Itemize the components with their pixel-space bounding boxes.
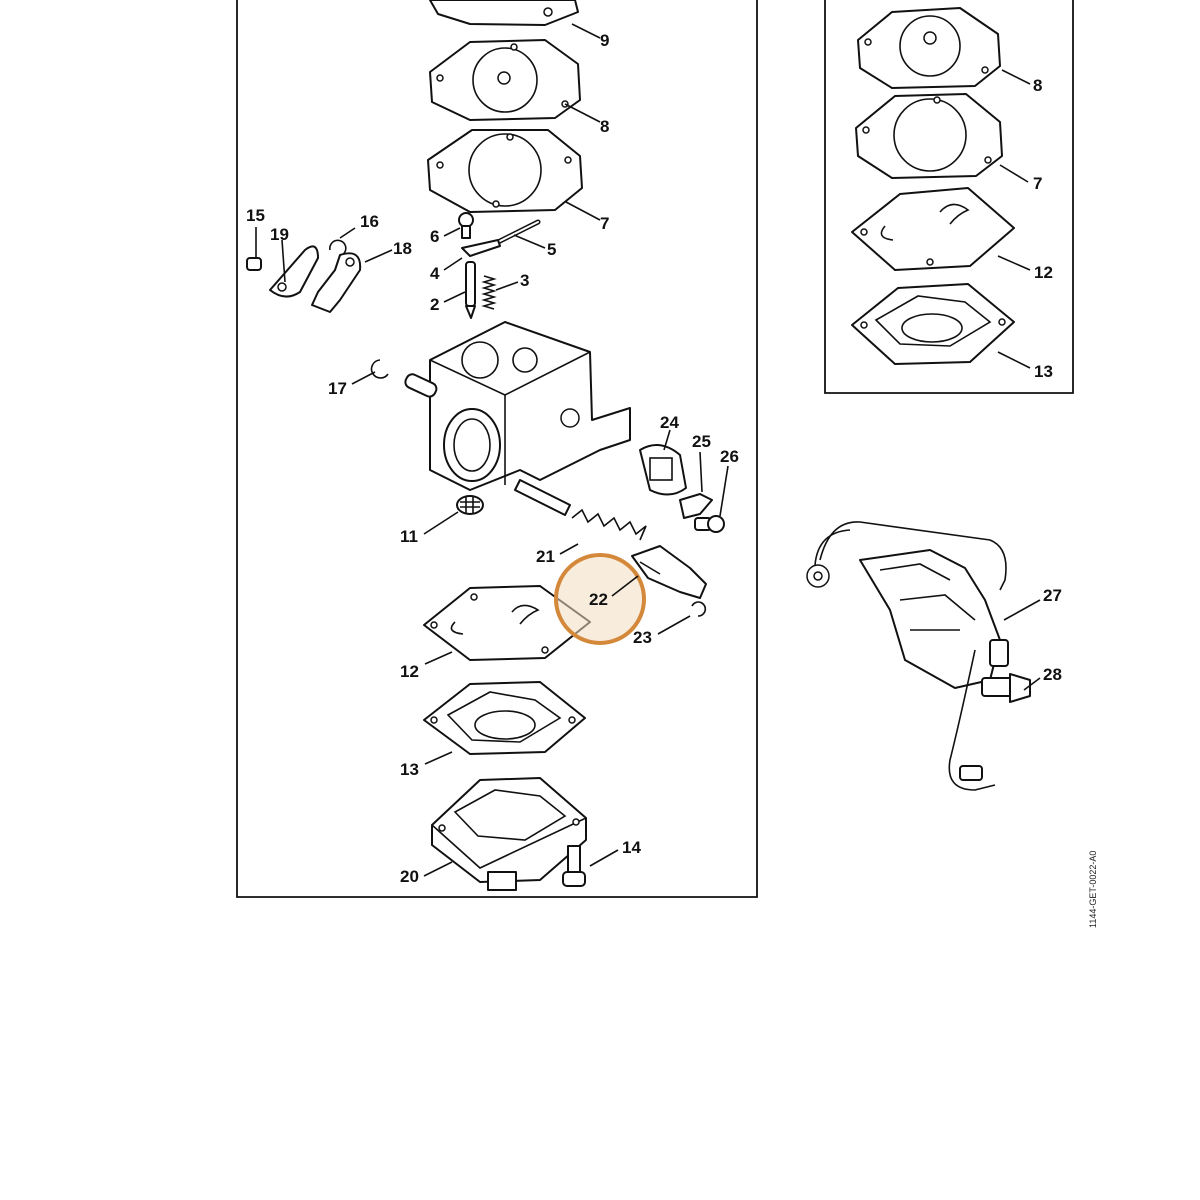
callout-6: 6 [430, 227, 439, 246]
part-9-cover-plate[interactable] [429, 0, 579, 26]
part-19-lever[interactable] [269, 245, 319, 298]
part-8-diaphragm[interactable] [429, 39, 581, 121]
part-18-arm[interactable] [311, 252, 362, 313]
callout-4: 4 [430, 264, 440, 283]
callout-15: 15 [246, 206, 265, 225]
main-assembly-frame [236, 0, 758, 898]
part-21-spring[interactable] [571, 508, 647, 541]
callout-13: 13 [400, 760, 419, 779]
part-2-inlet-needle[interactable] [465, 261, 476, 319]
part-15-screw[interactable] [246, 257, 262, 271]
callout-7: 7 [600, 214, 609, 233]
callout-11: 11 [400, 527, 418, 546]
inset-gasket-frame [824, 0, 1074, 394]
callout-23: 23 [633, 628, 652, 647]
callout-19: 19 [270, 225, 289, 244]
document-id: 1144-GET-0022-A0 [1088, 851, 1098, 928]
callout-17: 17 [328, 379, 347, 398]
part-23-clip[interactable] [691, 601, 707, 617]
part-26-screw[interactable] [694, 515, 725, 533]
part-22-lever[interactable] [631, 545, 707, 599]
carburetor-body[interactable] [403, 321, 631, 516]
inset-callout-12: 12 [1034, 263, 1053, 282]
part-4-lever[interactable] [461, 239, 501, 257]
part-28-screw[interactable] [981, 673, 1031, 703]
callout-20: 20 [400, 867, 419, 886]
callout-9: 9 [600, 31, 609, 50]
callout-3: 3 [520, 271, 529, 290]
part-13-gasket[interactable] [423, 681, 586, 755]
part-7-gasket[interactable] [427, 129, 583, 213]
callout-28: 28 [1043, 665, 1062, 684]
callout-27: 27 [1043, 586, 1062, 605]
part-11-strainer[interactable] [456, 495, 484, 515]
part-3-spring[interactable] [481, 275, 497, 310]
callout-16: 16 [360, 212, 379, 231]
callout-5: 5 [547, 240, 556, 259]
inset-callout-7: 7 [1033, 174, 1042, 193]
part-5-pin[interactable] [489, 219, 541, 248]
part-14-screw[interactable] [562, 845, 586, 887]
callout-24: 24 [660, 413, 679, 432]
callout-21: 21 [536, 547, 555, 566]
callout-2: 2 [430, 295, 439, 314]
part-27-switch-assembly[interactable] [806, 521, 1009, 791]
inset-callout-13: 13 [1034, 362, 1053, 381]
part-17-clip[interactable] [370, 359, 389, 379]
callout-26: 26 [720, 447, 739, 466]
part-6-screw[interactable] [458, 212, 474, 239]
callout-8: 8 [600, 117, 609, 136]
leader-lines [255, 23, 1041, 877]
inset-part-13-gasket[interactable] [851, 283, 1015, 365]
part-25-bracket[interactable] [679, 493, 713, 519]
callout-18: 18 [393, 239, 412, 258]
inset-part-7-gasket[interactable] [855, 93, 1003, 179]
inset-callout-8: 8 [1033, 76, 1042, 95]
inset-part-12-gasket[interactable] [851, 187, 1015, 271]
callout-25: 25 [692, 432, 711, 451]
part-24-knob[interactable] [639, 444, 687, 496]
callout-22: 22 [589, 590, 608, 609]
part-22-highlight [554, 553, 646, 645]
callout-14: 14 [622, 838, 641, 857]
callout-12: 12 [400, 662, 419, 681]
part-20-metering-cover[interactable] [431, 777, 587, 891]
callout-labels: 9 8 7 15 19 16 18 6 5 4 3 2 17 24 25 26 … [246, 31, 1062, 886]
inset-part-8-diaphragm[interactable] [857, 7, 1001, 89]
